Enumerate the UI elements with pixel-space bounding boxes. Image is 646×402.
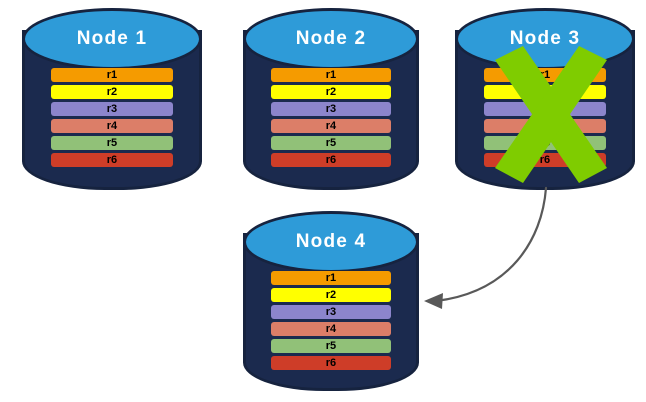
record-row: r2 [50,85,174,99]
node-4-top-disc [243,211,419,273]
node-1-cylinder[interactable]: Node 1 r1 r2 r3 r4 r5 r6 [22,8,202,190]
record-row: r1 [271,271,391,285]
record-row: r5 [271,136,391,150]
record-row: r5 [50,136,174,150]
node-2-records: r1 r2 r3 r4 r5 r6 [243,68,419,167]
record-row: r6 [50,153,174,167]
record-row: r2 [483,85,607,99]
record-row: r4 [271,119,391,133]
record-row: r1 [271,68,391,82]
record-row: r3 [271,305,391,319]
record-row: r3 [483,102,607,116]
record-row: r5 [271,339,391,353]
record-row: r6 [271,153,391,167]
node-3-cylinder[interactable]: Node 3 r1 r2 r3 r4 r5 r6 [455,8,635,190]
record-row: r4 [271,322,391,336]
record-row: r6 [483,153,607,167]
record-row: r3 [50,102,174,116]
node-2-top-disc [243,8,419,70]
arrow-curve [434,186,548,303]
record-row: r5 [483,136,607,150]
record-row: r1 [483,68,607,82]
record-row: r2 [271,288,391,302]
node-3-top-disc [455,8,635,70]
node-1-top-disc [22,8,202,70]
record-row: r3 [271,102,391,116]
record-row: r6 [271,356,391,370]
node-4-records: r1 r2 r3 r4 r5 r6 [243,271,419,370]
node-4-cylinder[interactable]: Node 4 r1 r2 r3 r4 r5 r6 [243,211,419,391]
node-2-cylinder[interactable]: Node 2 r1 r2 r3 r4 r5 r6 [243,8,419,190]
record-row: r4 [50,119,174,133]
node-3-records: r1 r2 r3 r4 r5 r6 [455,68,635,167]
record-row: r2 [271,85,391,99]
arrow-head-icon [424,293,443,309]
record-row: r4 [483,119,607,133]
record-row: r1 [50,68,174,82]
node-1-records: r1 r2 r3 r4 r5 r6 [22,68,202,167]
